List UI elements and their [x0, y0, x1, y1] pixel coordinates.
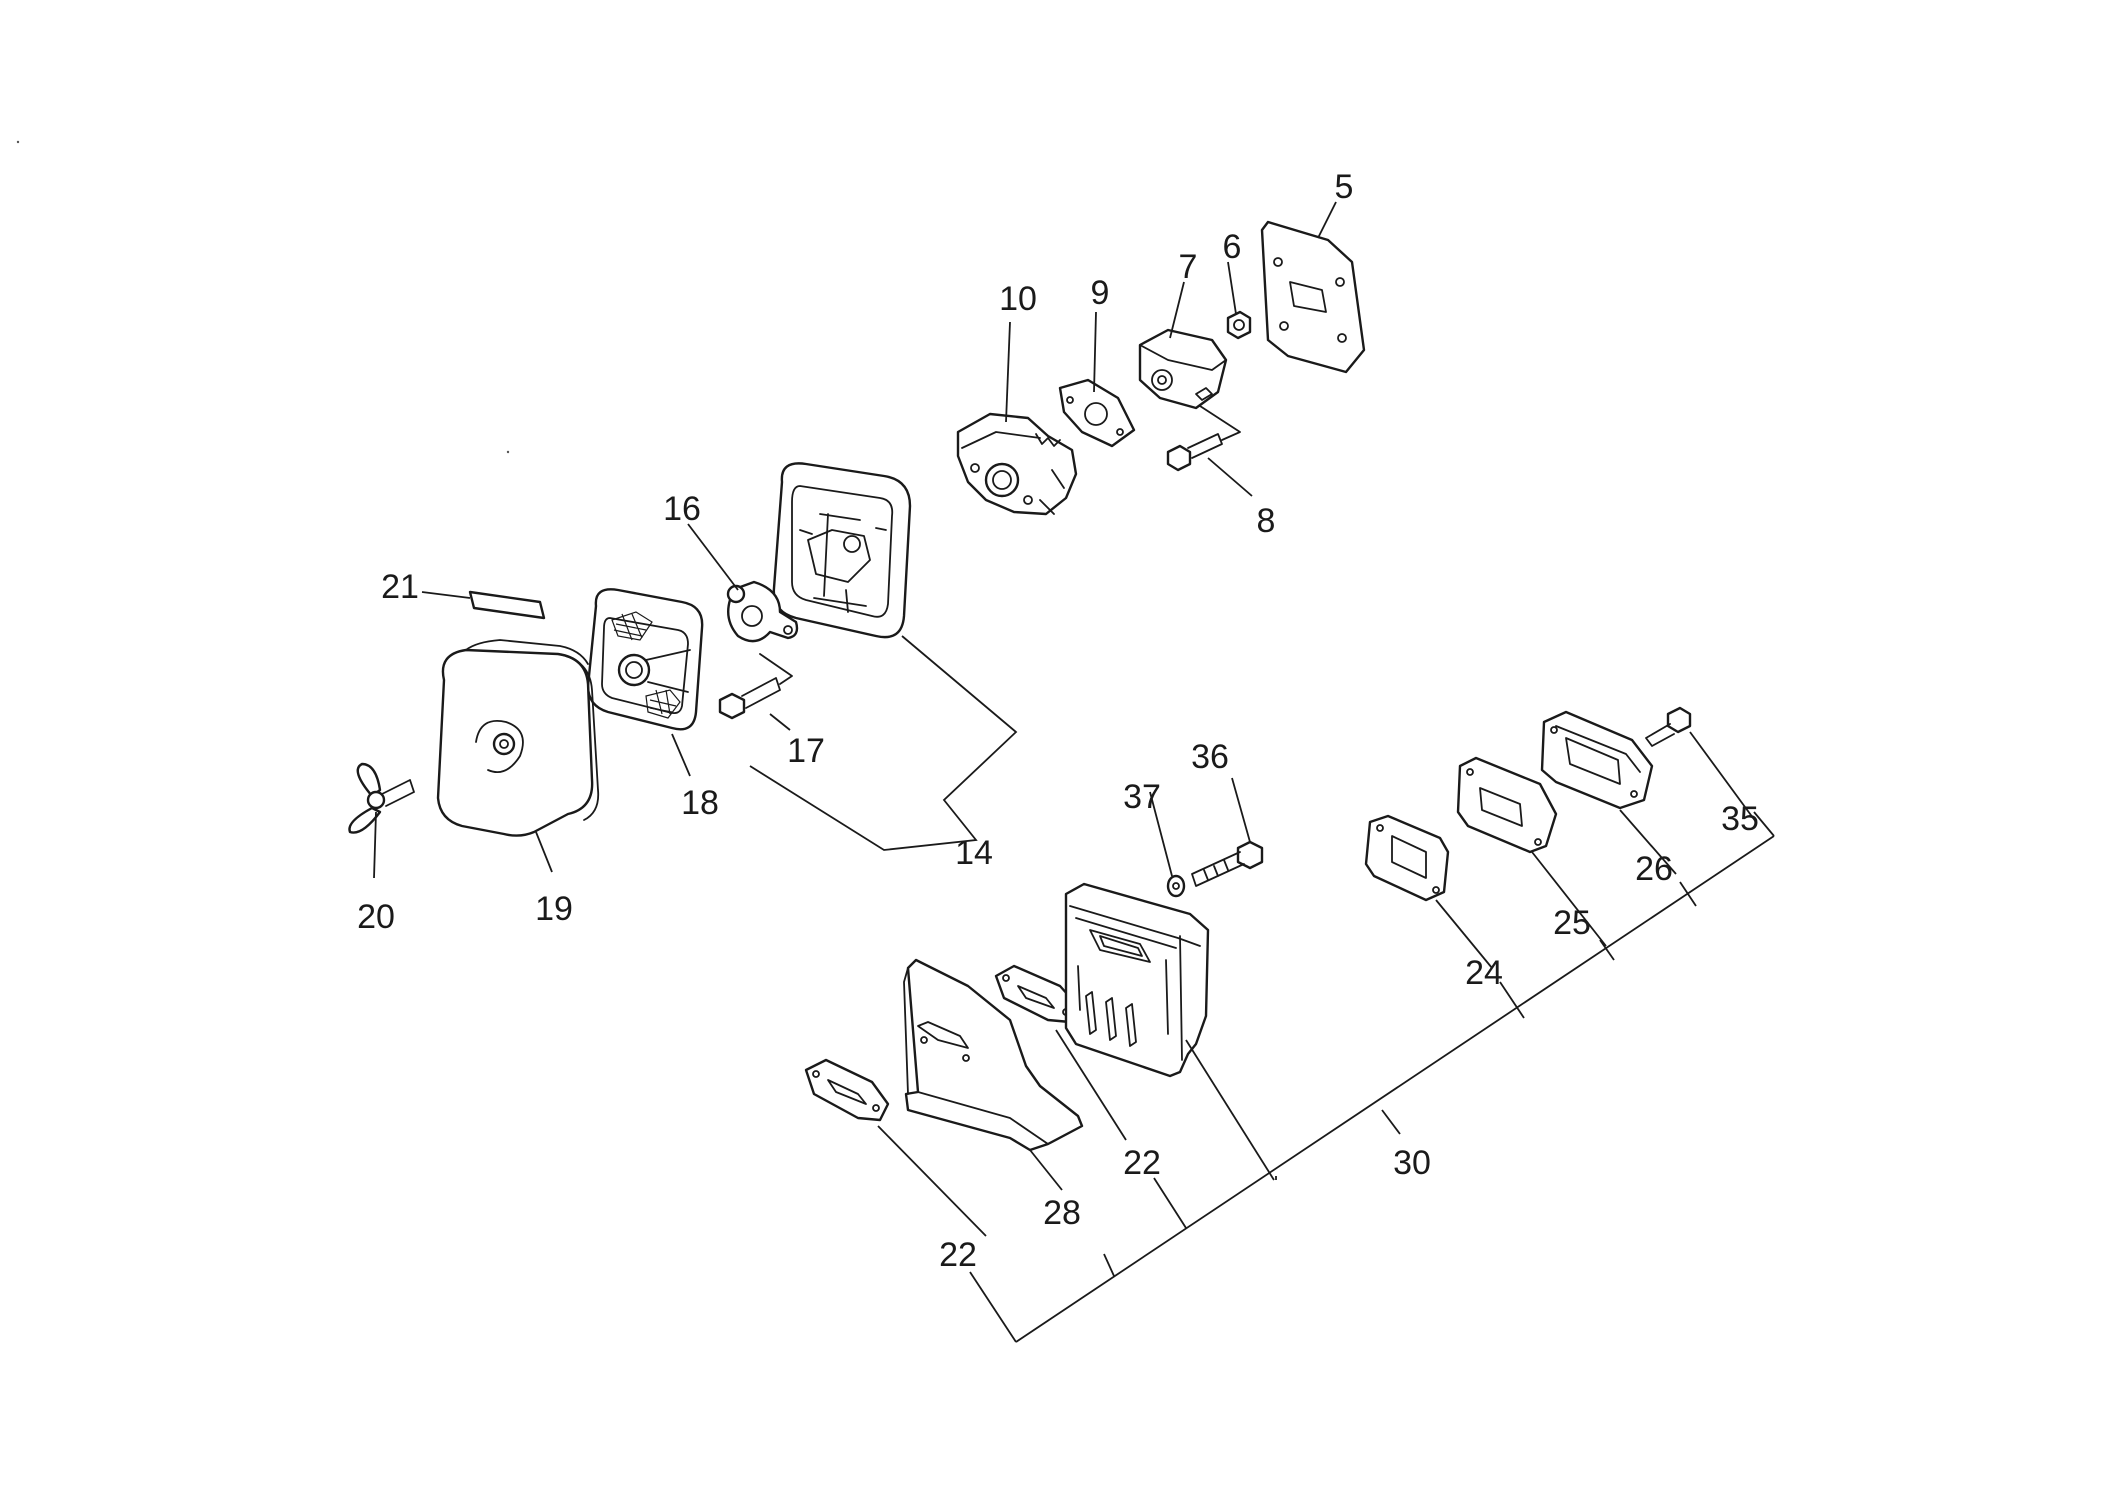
part-16-choke-shutter [726, 580, 799, 643]
part-20-wing-bolt [348, 762, 415, 834]
scan-dot [16, 140, 20, 144]
callout-28: 28 [1043, 1194, 1081, 1232]
callout-35: 35 [1721, 800, 1759, 838]
callout-22-upper: 22 [1123, 1144, 1161, 1182]
scan-dot [506, 450, 510, 454]
part-37-washer [1166, 874, 1186, 898]
callout-30: 30 [1393, 1144, 1431, 1182]
callout-26: 26 [1635, 850, 1673, 888]
part-36-bolt [1191, 840, 1264, 887]
callout-20: 20 [357, 898, 395, 936]
callout-10: 10 [999, 280, 1037, 318]
callout-19: 19 [535, 890, 573, 928]
callout-18: 18 [681, 784, 719, 822]
callout-6: 6 [1223, 228, 1242, 266]
part-35-bolt [1645, 706, 1692, 747]
callout-14: 14 [955, 834, 993, 872]
part-8-bolt [1166, 405, 1241, 472]
part-9-carburetor-gasket [1058, 378, 1136, 448]
leader-lines [373, 201, 1775, 1343]
callout-25: 25 [1553, 904, 1591, 942]
callout-24: 24 [1465, 954, 1503, 992]
callout-9: 9 [1091, 274, 1110, 312]
part-21-label [468, 590, 546, 620]
callout-37: 37 [1123, 778, 1161, 816]
part-25-gasket [1456, 756, 1558, 854]
callout-21: 21 [381, 568, 419, 606]
part-17-screw [718, 653, 793, 720]
part-30-muffler [1064, 882, 1210, 1078]
callout-16: 16 [663, 490, 701, 528]
part-5-insulator-gasket [1260, 220, 1366, 374]
callout-17: 17 [787, 732, 825, 770]
part-26-exhaust-plate [1540, 710, 1654, 810]
callout-5: 5 [1335, 168, 1354, 206]
callout-8: 8 [1257, 502, 1276, 540]
part-18-air-filter [586, 588, 704, 731]
part-6-nut [1226, 310, 1252, 340]
callout-36: 36 [1191, 738, 1229, 776]
part-24-gasket [1364, 814, 1450, 902]
part-10-carburetor [956, 412, 1078, 516]
part-14-air-cleaner-body [772, 462, 912, 639]
callout-22-lower: 22 [939, 1236, 977, 1274]
callout-7: 7 [1179, 248, 1198, 286]
part-28-heat-shield [903, 958, 1084, 1152]
part-7-adaptor [1138, 328, 1228, 410]
part-19-air-cleaner-cover [436, 639, 600, 837]
part-22-muffler-gasket-lower [804, 1058, 890, 1122]
